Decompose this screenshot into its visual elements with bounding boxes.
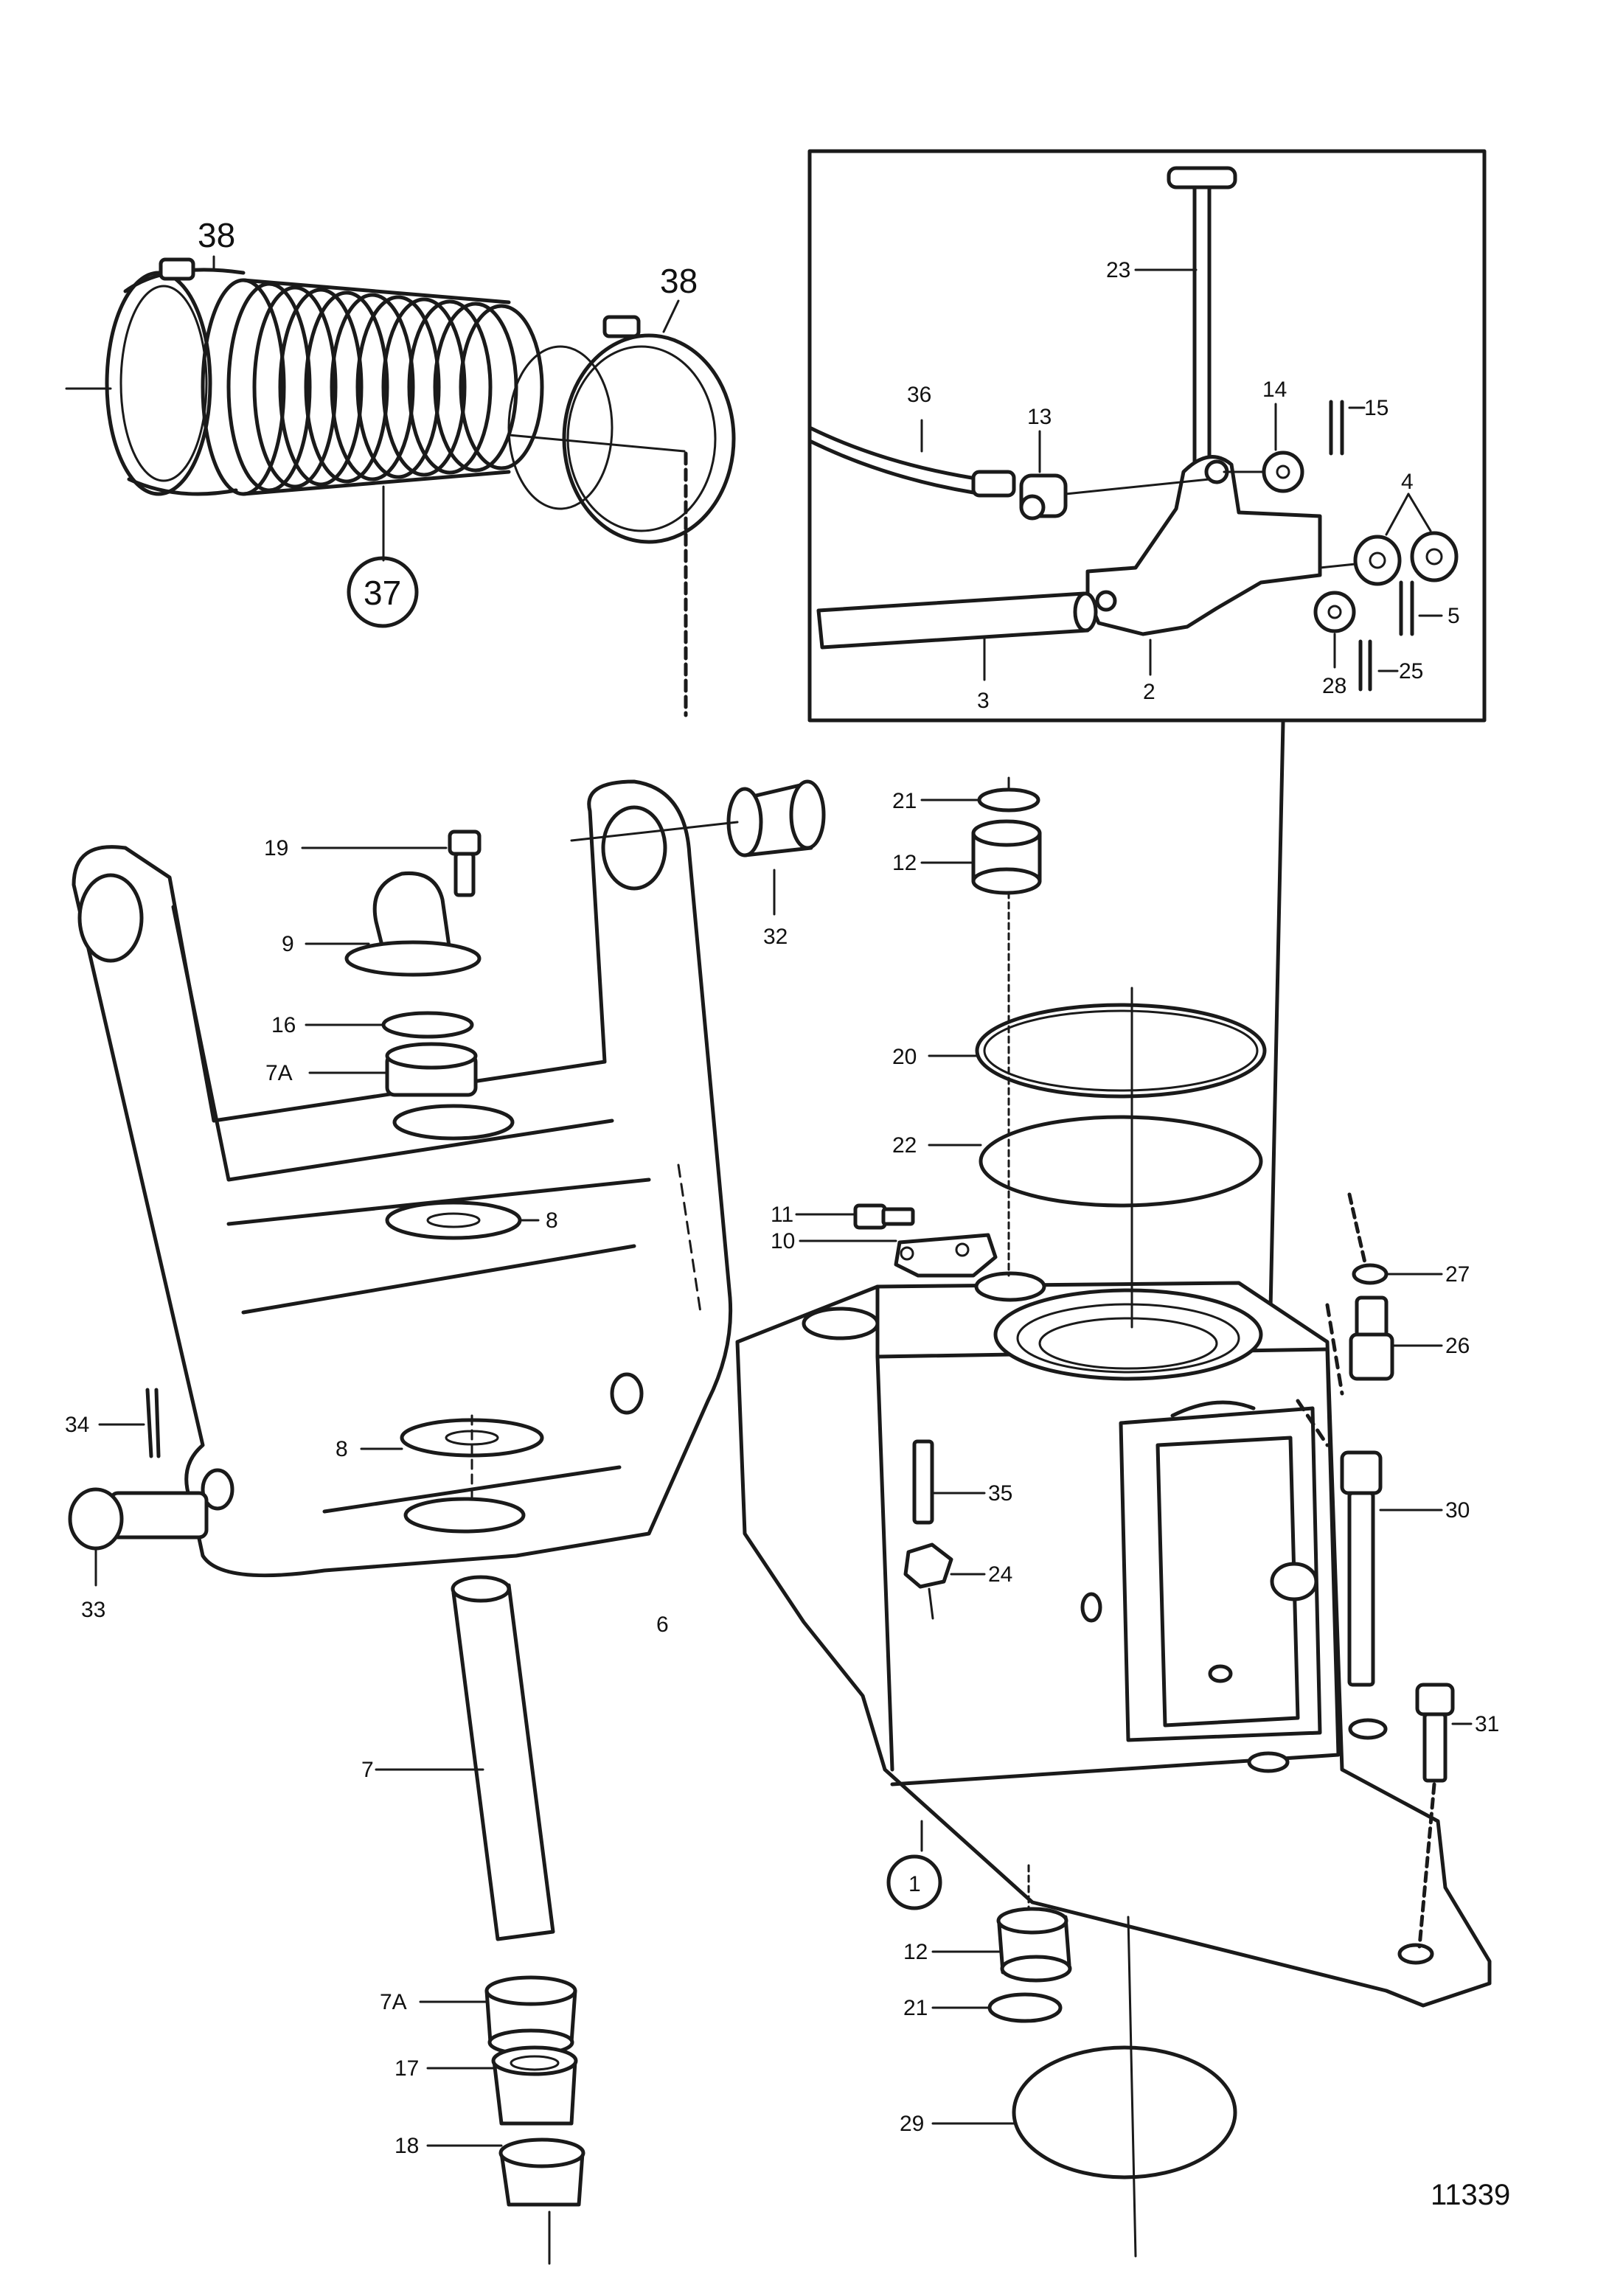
part-label: 19 (264, 836, 288, 860)
part-label: 29 (900, 2112, 924, 2136)
part-label: 7A (265, 1061, 293, 1085)
part-label: 6 (656, 1613, 669, 1637)
part-label: 7A (380, 1990, 407, 2014)
part-label: 22 (892, 1133, 917, 1158)
part-labels: 38 38 37 23 36 13 14 15 4 5 3 2 28 25 21… (65, 216, 1499, 2158)
housing-lower-hardware (931, 1864, 1237, 2180)
part-label: 16 (271, 1013, 296, 1037)
part-label: 17 (395, 2056, 419, 2081)
part-label: 24 (988, 1562, 1012, 1587)
part-label: 11 (771, 1203, 793, 1227)
part-label: 34 (65, 1413, 89, 1437)
steering-yoke (72, 779, 733, 1578)
part-label: 37 (364, 574, 401, 612)
part-label: 33 (81, 1598, 105, 1622)
part-label: 26 (1445, 1334, 1470, 1358)
part-label: 30 (1445, 1498, 1470, 1523)
figure-number: 11339 (1431, 2179, 1510, 2211)
part-label: 20 (892, 1045, 917, 1069)
part-label: 32 (763, 925, 788, 949)
part-label: 14 (1262, 378, 1287, 402)
part-label: 28 (1322, 674, 1346, 698)
part-label: 12 (892, 851, 917, 875)
shift-mechanism-inset (807, 149, 1487, 1602)
part-label: 15 (1364, 396, 1389, 420)
part-label: 2 (1143, 680, 1155, 704)
part-label: 8 (336, 1437, 348, 1461)
part-label: 7 (361, 1758, 374, 1782)
part-label: 31 (1475, 1712, 1499, 1736)
part-label: 1 (908, 1872, 921, 1896)
housing-right-bolts (1340, 1192, 1473, 1949)
part-label: 3 (977, 689, 990, 713)
bushing-32 (570, 779, 826, 916)
part-label: 8 (546, 1208, 558, 1233)
housing-upper-hardware (795, 776, 1267, 1620)
steering-tube-7 (375, 1575, 585, 2265)
part-label: 38 (660, 262, 698, 300)
part-label: 27 (1445, 1262, 1470, 1287)
part-label: 38 (198, 216, 235, 254)
intermediate-housing (735, 987, 1492, 2258)
part-label: 9 (282, 932, 294, 956)
part-label: 4 (1401, 470, 1414, 494)
part-label: 36 (907, 383, 931, 407)
part-label: 12 (903, 1940, 928, 1964)
label-1-circle (886, 1854, 942, 1910)
part-label: 35 (988, 1481, 1012, 1506)
label-37-circle (347, 556, 419, 628)
part-label: 21 (903, 1996, 928, 2020)
part-label: 18 (395, 2134, 419, 2158)
part-label: 23 (1106, 258, 1130, 282)
yoke-upper-parts (301, 829, 544, 1534)
part-label: 21 (892, 789, 917, 813)
bellows-body (201, 278, 544, 496)
part-label: 5 (1448, 604, 1460, 628)
pivot-pin-33 (68, 1388, 209, 1587)
part-label: 10 (771, 1229, 795, 1253)
bellows-assembly (65, 255, 736, 717)
part-label: 25 (1399, 659, 1423, 683)
part-label: 13 (1027, 405, 1052, 429)
